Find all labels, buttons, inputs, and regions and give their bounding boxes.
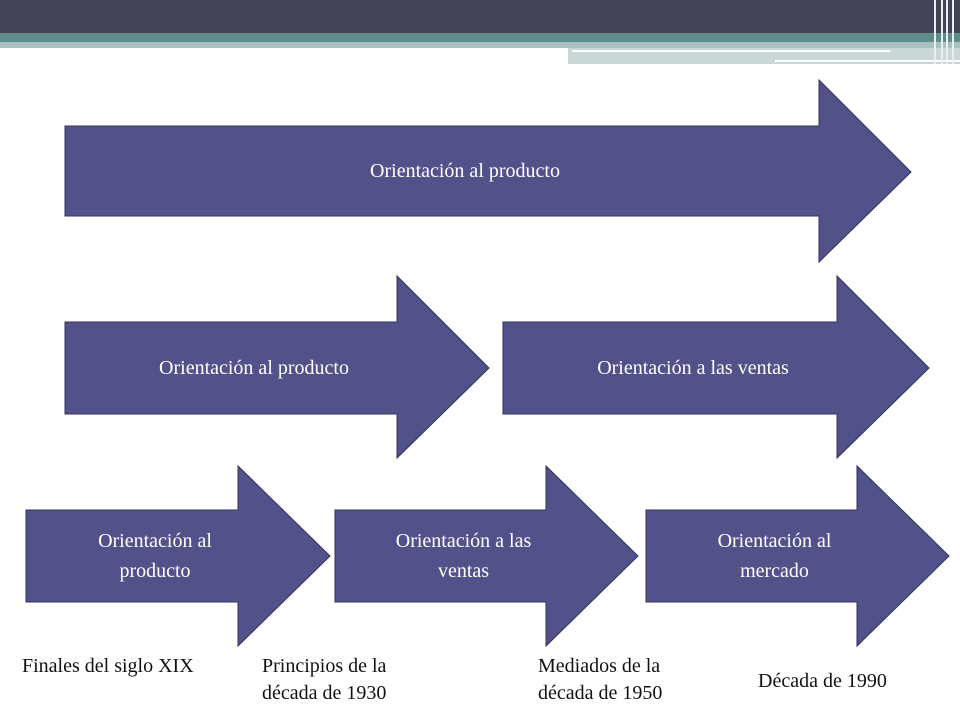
timeline-label-1930s: Principios de la década de 1930 bbox=[262, 653, 386, 707]
header-bar bbox=[0, 0, 960, 33]
arrow-row3-product-line1: Orientación al bbox=[98, 530, 212, 552]
header-accent-bar bbox=[0, 33, 960, 42]
arrow-row3-sales-line2: ventas bbox=[437, 560, 490, 582]
arrow-row3-sales bbox=[334, 464, 639, 648]
timeline-label-19th-century: Finales del siglo XIX bbox=[22, 655, 194, 677]
arrow-row3-sales-label: Orientación a las ventas bbox=[335, 510, 592, 602]
header-light-bar bbox=[0, 42, 960, 48]
arrow-row2-product-label: Orientación al producto bbox=[159, 357, 349, 379]
header-vertical-lines bbox=[932, 0, 958, 64]
arrow-row3-product-label: Orientación al producto bbox=[26, 510, 284, 602]
header-divider-line bbox=[572, 50, 890, 52]
arrow-row3-product bbox=[25, 464, 331, 648]
arrow-row2-sales-label: Orientación a las ventas bbox=[597, 357, 789, 379]
timeline-label-1990s: Década de 1990 bbox=[758, 670, 887, 692]
arrow-row2-sales bbox=[502, 274, 930, 460]
arrow-row1-product bbox=[64, 78, 912, 264]
timeline-1950s-line2: década de 1950 bbox=[538, 682, 663, 704]
arrow-row3-market-line1: Orientación al bbox=[717, 530, 832, 552]
arrow-row3-market bbox=[645, 464, 950, 648]
arrow-row2-product bbox=[64, 274, 490, 460]
timeline-1930s-line1: Principios de la bbox=[262, 655, 387, 677]
arrow-row3-market-label: Orientación al mercado bbox=[646, 510, 903, 602]
header-divider-line bbox=[775, 60, 960, 62]
timeline-1950s-line1: Mediados de la bbox=[538, 655, 661, 677]
timeline-label-1950s: Mediados de la década de 1950 bbox=[538, 653, 662, 707]
arrow-row3-sales-line1: Orientación a las bbox=[395, 530, 532, 552]
arrow-row3-product-line2: producto bbox=[119, 560, 191, 582]
arrow-row3-market-line2: mercado bbox=[740, 560, 809, 582]
timeline-1930s-line2: década de 1930 bbox=[262, 682, 387, 704]
arrow-row1-label: Orientación al producto bbox=[370, 160, 560, 182]
